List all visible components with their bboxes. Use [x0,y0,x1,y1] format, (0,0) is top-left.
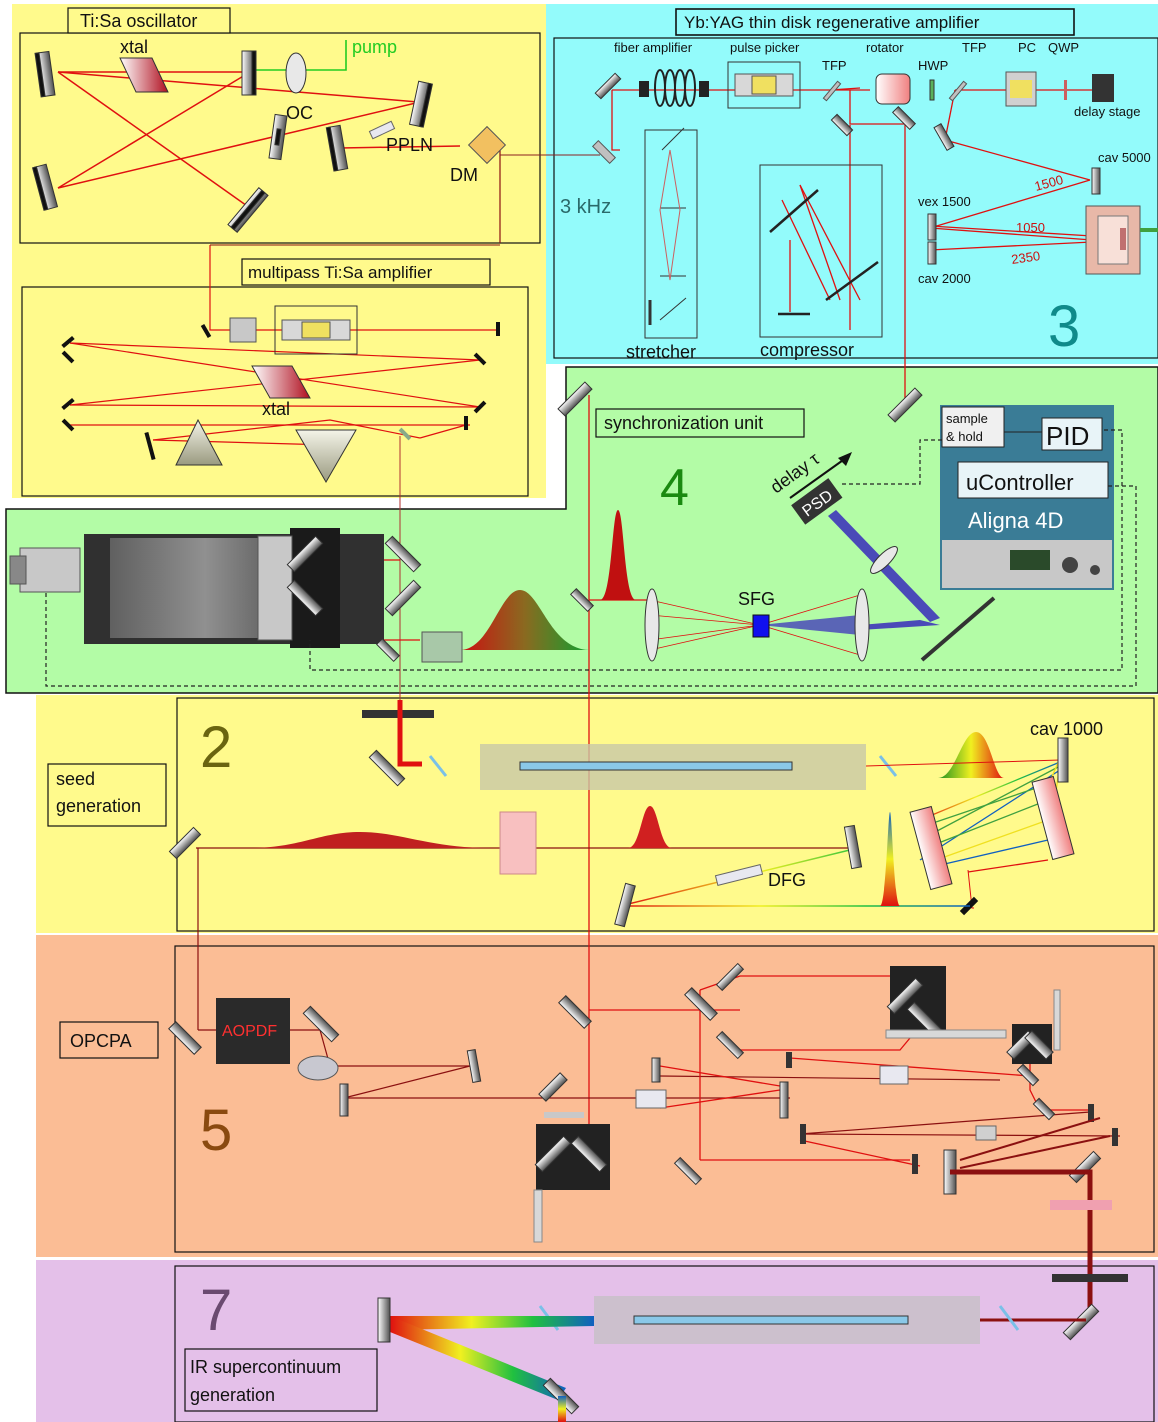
seed-title-line1: seed [56,769,95,789]
panel-opcpa [36,935,1158,1257]
cav5000-label: cav 5000 [1098,150,1151,165]
sfg-crystal [753,615,769,637]
ir-mirror-2 [378,1298,390,1342]
pc-label: PC [1018,40,1036,55]
delay-stage [1092,74,1114,102]
tfp-right-label: TFP [962,40,987,55]
osc-xtal-label: xtal [120,37,148,57]
rotator-label: rotator [866,40,904,55]
cav2000-label: cav 2000 [918,271,971,286]
stretcher-label: stretcher [626,342,696,362]
ppln-label: PPLN [386,135,433,155]
oc-label: OC [286,103,313,123]
opcpa-lens [298,1056,338,1080]
amp-isolator [282,320,350,340]
section-number-2: 2 [200,715,232,780]
opa-crystal-3 [976,1126,996,1140]
ir-title-line2: generation [190,1385,275,1405]
opa-crystal-1 [636,1090,666,1108]
seed-title-line2: generation [56,796,141,816]
sample-hold-line2: & hold [946,429,983,444]
fiber-amp-label: fiber amplifier [614,40,693,55]
ir-fiber [634,1316,908,1324]
sync-unit-title: synchronization unit [604,413,763,433]
tfp-left-label: TFP [822,58,847,73]
opa-crystal-2 [880,1066,908,1084]
section-number-3: 3 [1048,294,1080,359]
cav-1000-label: cav 1000 [1030,719,1103,739]
delay-stage-label: delay stage [1074,104,1141,119]
rep-rate-label: 3 kHz [560,196,611,218]
opcpa-output-optic [1050,1200,1112,1210]
sfg-lens-2 [855,589,869,661]
compressor-label: compressor [760,340,854,360]
sfg-lens-1 [645,589,659,661]
qwp [1064,80,1067,100]
yb-yag-title: Yb:YAG thin disk regenerative amplifier [684,13,980,32]
sync-optic-box [422,632,462,662]
qwp-label: QWP [1048,40,1079,55]
pid-label: PID [1046,421,1089,451]
seed-crystal [500,812,536,874]
dist-1050-label: 1050 [1016,220,1045,235]
hwp [930,80,934,100]
pump-label: pump [352,37,397,57]
aopdf-label: AOPDF [222,1023,277,1040]
amp-pump-optic [230,318,256,342]
cav-1000-mirror [1058,738,1068,782]
sfg-label: SFG [738,589,775,609]
aligna-label: Aligna 4D [968,508,1063,533]
sample-hold-line1: sample [946,411,988,426]
amp-xtal-label: xtal [262,399,290,419]
section-number-5: 5 [200,1098,232,1163]
pulse-picker-label: pulse picker [730,40,800,55]
vex1500-label: vex 1500 [918,194,971,209]
ucontroller-label: uController [966,470,1074,495]
hwp-label: HWP [918,58,948,73]
dm-label: DM [450,165,478,185]
rotator [876,74,910,104]
ir-out-down [558,1396,566,1422]
pump-lens [286,53,306,93]
seed-fiber [520,762,792,770]
dfg-label: DFG [768,870,806,890]
ti-sa-oscillator-title: Ti:Sa oscillator [80,11,197,31]
ir-title-line1: IR supercontinuum [190,1357,341,1377]
section-number-4: 4 [660,459,689,517]
multipass-amplifier-title: multipass Ti:Sa amplifier [248,263,433,282]
opcpa-title: OPCPA [70,1031,132,1051]
section-number-7: 7 [200,1278,232,1343]
